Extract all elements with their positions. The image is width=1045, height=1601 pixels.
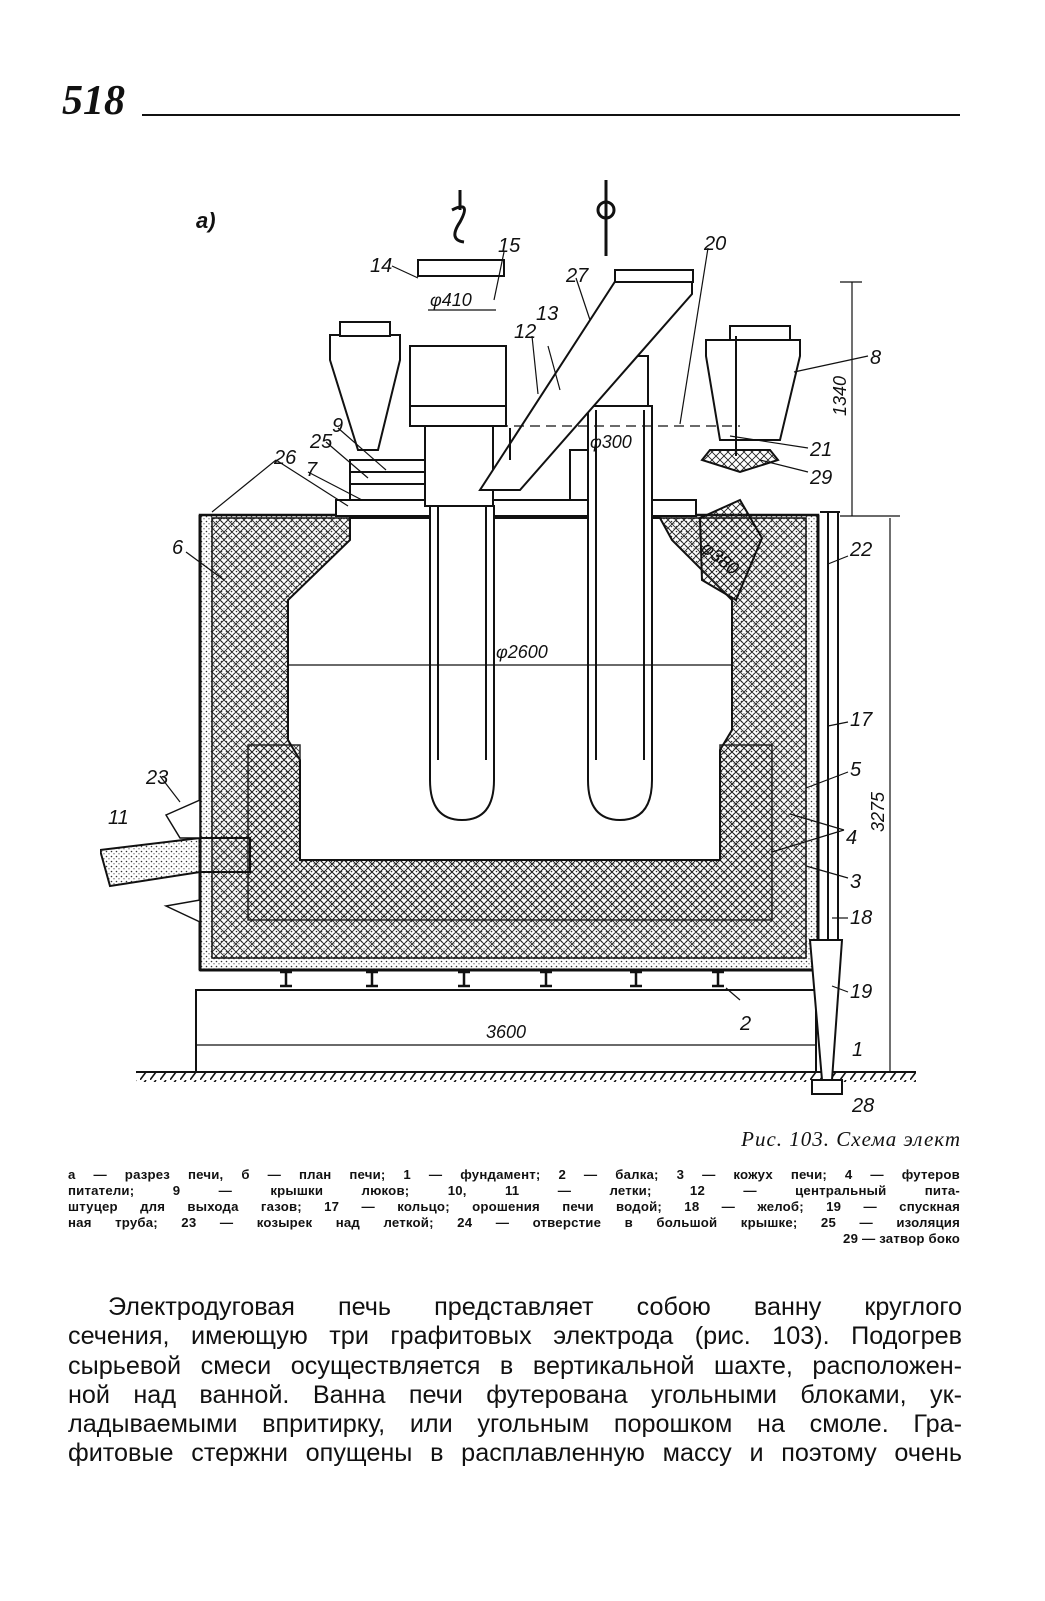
label-12: 12: [514, 321, 536, 343]
body-line: ладываемыми впритирку, или угольным поро…: [68, 1410, 962, 1439]
label-27: 27: [565, 265, 589, 287]
figure-caption: а — разрез печи, б — план печи; 1 — фунд…: [68, 1167, 960, 1247]
label-5: 5: [850, 759, 862, 781]
page-number: 518: [62, 78, 125, 124]
label-13: 13: [536, 303, 558, 325]
caption-line: питатели; 9 — крышки люков; 10, 11 — лет…: [68, 1183, 960, 1198]
central-feeder: [478, 269, 694, 491]
dim-1340: 1340: [830, 376, 850, 416]
label-25: 25: [309, 431, 333, 453]
label-20: 20: [703, 233, 726, 255]
label-4: 4: [846, 827, 857, 849]
dim-410: φ410: [430, 290, 472, 310]
header-rule: [142, 114, 960, 116]
electrode-left: [409, 190, 507, 822]
ground: [136, 1071, 916, 1082]
caption-line: штуцер для выхода газов; 17 — кольцо; ор…: [68, 1199, 960, 1214]
label-8: 8: [870, 347, 881, 369]
left-feeder: [329, 321, 401, 451]
label-22: 22: [849, 539, 872, 561]
body-line: фитовые стержни опущены в расплавленную …: [68, 1439, 962, 1468]
body-line: Электродуговая печь представляет собою в…: [108, 1293, 962, 1321]
label-23: 23: [145, 767, 168, 789]
label-7: 7: [306, 459, 318, 481]
caption-line: 29 — затвор боко: [843, 1231, 960, 1246]
page-header: 518: [62, 78, 962, 128]
dim-3600: 3600: [486, 1022, 526, 1042]
foundation: [195, 989, 817, 1073]
body-paragraph: Электродуговая печь представляет собою в…: [68, 1293, 962, 1469]
label-1: 1: [852, 1039, 863, 1061]
label-3: 3: [850, 871, 861, 893]
label-17: 17: [850, 709, 873, 731]
gas-outlet: [698, 498, 764, 602]
dim-300: φ300: [590, 432, 632, 452]
leader-lines: [159, 247, 869, 1001]
right-feeder: [700, 325, 801, 474]
label-15: 15: [498, 235, 521, 257]
label-9: 9: [332, 415, 343, 437]
tap-hole: [100, 798, 251, 924]
furnace-section-drawing: а) 14 15 27 13 12 20 8 21 29 9 25 26 7 6…: [100, 180, 916, 1117]
label-19: 19: [850, 981, 872, 1003]
dimension-lines: [196, 281, 900, 1073]
dim-3275: 3275: [868, 791, 888, 832]
water-pipe: [808, 511, 844, 1095]
label-21: 21: [809, 439, 832, 461]
label-11: 11: [108, 807, 129, 829]
panel-label: а): [196, 208, 216, 233]
body-line: сечения, имеющую три графитовых электрод…: [68, 1322, 962, 1351]
figure-title: Рис. 103. Схема элект: [741, 1127, 961, 1151]
dim-2600: φ2600: [496, 642, 548, 662]
caption-line: а — разрез печи, б — план печи; 1 — фунд…: [68, 1167, 960, 1182]
body-line: сырьевой смеси осуществляется в вертикал…: [68, 1351, 962, 1380]
label-26: 26: [273, 447, 297, 469]
label-2: 2: [739, 1013, 751, 1035]
label-14: 14: [370, 255, 392, 277]
part-labels: 14 15 27 13 12 20 8 21 29 9 25 26 7 6 22…: [108, 233, 881, 1117]
body-line: ной над ванной. Ванна печи футерована уг…: [68, 1380, 962, 1409]
label-29: 29: [809, 467, 832, 489]
furnace-diagram: а) 14 15 27 13 12 20 8 21 29 9 25 26 7 6…: [100, 160, 960, 1130]
label-6: 6: [172, 537, 184, 559]
label-28: 28: [851, 1095, 874, 1117]
beams: [280, 970, 724, 988]
label-18: 18: [850, 907, 872, 929]
caption-line: ная труба; 23 — козырек над леткой; 24 —…: [68, 1215, 960, 1230]
